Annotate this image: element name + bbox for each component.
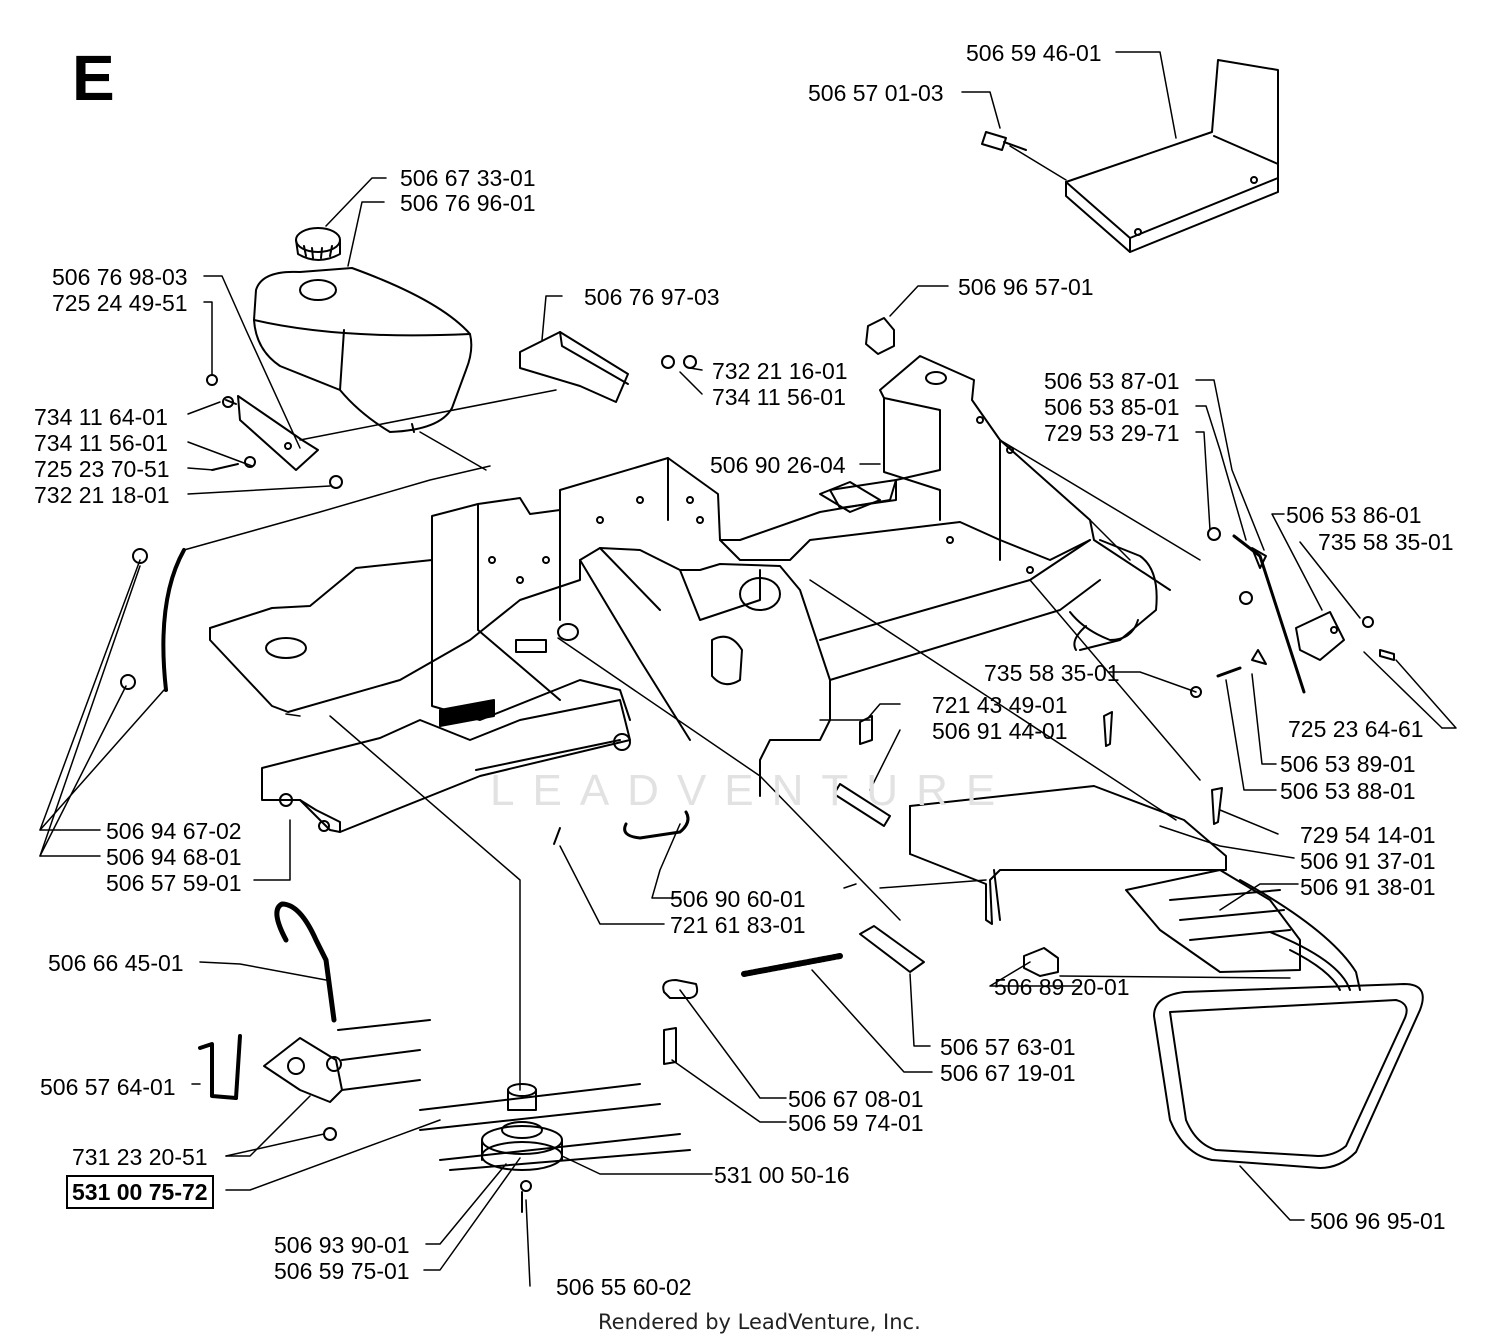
part-label-spring-bracket[interactable]: 506 57 63-01 bbox=[940, 1034, 1076, 1060]
part-label-shift-link[interactable]: 506 53 89-01 bbox=[1280, 751, 1416, 777]
main-frame-drawing bbox=[209, 355, 1171, 833]
part-label-frame-bolt[interactable]: 506 57 59-01 bbox=[106, 870, 242, 896]
part-label-rear-panel[interactable]: 506 96 95-01 bbox=[1310, 1208, 1446, 1234]
screw-drawing bbox=[1103, 711, 1113, 747]
watermark: LEADVENTURE bbox=[490, 766, 1014, 815]
part-label-pulley-bolt[interactable]: 506 55 60-02 bbox=[556, 1274, 692, 1300]
part-label-shift-plate[interactable]: 506 53 86-01 bbox=[1286, 502, 1422, 528]
lever-drawing bbox=[198, 901, 431, 1141]
part-label-shift-bolt[interactable]: 729 53 29-71 bbox=[1044, 420, 1180, 446]
part-label-screw-a[interactable]: 729 54 14-01 bbox=[1300, 822, 1436, 848]
rear-panel-drawing bbox=[1153, 983, 1424, 1169]
leader-lines bbox=[39, 51, 1457, 1287]
part-label-rear-guard[interactable]: 506 91 38-01 bbox=[1300, 874, 1436, 900]
part-label-rod[interactable]: 506 57 64-01 bbox=[40, 1074, 176, 1100]
part-label-clip-a[interactable]: 735 58 35-01 bbox=[1318, 529, 1454, 555]
bracket-drawing bbox=[519, 331, 697, 403]
part-label-washer-a[interactable]: 734 11 56-01 bbox=[712, 384, 846, 410]
part-label-cotter-pin[interactable]: 721 61 83-01 bbox=[670, 912, 806, 938]
footer-credit: Rendered by LeadVenture, Inc. bbox=[598, 1310, 921, 1334]
part-label-belt[interactable]: 531 00 50-16 bbox=[714, 1162, 850, 1188]
part-label-shift-b[interactable]: 506 53 85-01 bbox=[1044, 394, 1180, 420]
part-label-fuel-hose[interactable]: 506 94 68-01 bbox=[106, 844, 242, 870]
pin-drawing bbox=[833, 783, 891, 827]
bolt-lower-drawing bbox=[663, 1027, 677, 1065]
part-label-bolt-a[interactable]: 725 23 70-51 bbox=[34, 456, 170, 482]
part-label-shift-spring[interactable]: 506 53 88-01 bbox=[1280, 778, 1416, 804]
part-label-seat-pan[interactable]: 506 59 46-01 bbox=[966, 40, 1102, 66]
part-label-lever[interactable]: 506 66 45-01 bbox=[48, 950, 184, 976]
pulley-drawing bbox=[419, 1083, 691, 1213]
bolt-drawing bbox=[981, 131, 1027, 151]
part-label-lock-nut[interactable]: 731 23 20-51 bbox=[72, 1144, 208, 1170]
part-label-shift-a[interactable]: 506 53 87-01 bbox=[1044, 368, 1180, 394]
part-label-strap-bolt[interactable]: 725 24 49-51 bbox=[52, 290, 188, 316]
part-label-spring[interactable]: 506 67 19-01 bbox=[940, 1060, 1076, 1086]
tunnel-cover-drawing bbox=[909, 785, 1227, 925]
part-label-pulley-hub[interactable]: 506 59 75-01 bbox=[274, 1258, 410, 1284]
part-label-shift-bolt-b[interactable]: 725 23 64-61 bbox=[1288, 716, 1424, 742]
part-label-assembly[interactable]: 531 00 75-72 bbox=[66, 1175, 214, 1209]
rear-guard-drawing bbox=[1125, 869, 1361, 991]
spring-drawing bbox=[553, 810, 925, 999]
part-label-nut-a[interactable]: 732 21 16-01 bbox=[712, 358, 848, 384]
part-label-tank-bracket[interactable]: 506 76 97-03 bbox=[584, 284, 720, 310]
part-label-spring-clip[interactable]: 506 90 60-01 bbox=[670, 886, 806, 912]
screw2-drawing bbox=[1211, 787, 1223, 825]
part-label-fuel-cap[interactable]: 506 67 33-01 bbox=[400, 165, 536, 191]
part-label-tank-strap[interactable]: 506 76 98-03 bbox=[52, 264, 188, 290]
part-label-pin[interactable]: 506 91 44-01 bbox=[932, 718, 1068, 744]
tank-strap-drawing bbox=[206, 374, 343, 489]
shift-linkage-drawing bbox=[1190, 527, 1395, 698]
fuel-line-drawing bbox=[120, 548, 186, 692]
part-label-link-plate[interactable]: 506 67 08-01 bbox=[788, 1086, 924, 1112]
part-label-spacer[interactable]: 721 43 49-01 bbox=[932, 692, 1068, 718]
part-label-tunnel-cover[interactable]: 506 91 37-01 bbox=[1300, 848, 1436, 874]
seat-pan-drawing bbox=[1065, 59, 1279, 253]
part-label-seat-bolt[interactable]: 506 57 01-03 bbox=[808, 80, 944, 106]
part-label-frame[interactable]: 506 90 26-04 bbox=[710, 452, 846, 478]
part-label-nut-b[interactable]: 732 21 18-01 bbox=[34, 482, 170, 508]
part-label-connector[interactable]: 506 89 20-01 bbox=[994, 974, 1130, 1000]
part-label-washer-c[interactable]: 734 11 56-01 bbox=[34, 430, 168, 456]
part-label-hose-clamp[interactable]: 506 94 67-02 bbox=[106, 818, 242, 844]
section-letter: E bbox=[72, 42, 115, 114]
part-label-clip-b[interactable]: 735 58 35-01 bbox=[984, 660, 1120, 686]
connector-drawing bbox=[1023, 947, 1059, 977]
fuel-tank-drawing bbox=[253, 227, 473, 433]
part-label-link-bolt[interactable]: 506 59 74-01 bbox=[788, 1110, 924, 1136]
part-label-washer-b[interactable]: 734 11 64-01 bbox=[34, 404, 168, 430]
part-label-fuel-tank[interactable]: 506 76 96-01 bbox=[400, 190, 536, 216]
part-label-clip[interactable]: 506 96 57-01 bbox=[958, 274, 1094, 300]
clip-drawing bbox=[865, 317, 895, 355]
part-label-pulley[interactable]: 506 93 90-01 bbox=[274, 1232, 410, 1258]
